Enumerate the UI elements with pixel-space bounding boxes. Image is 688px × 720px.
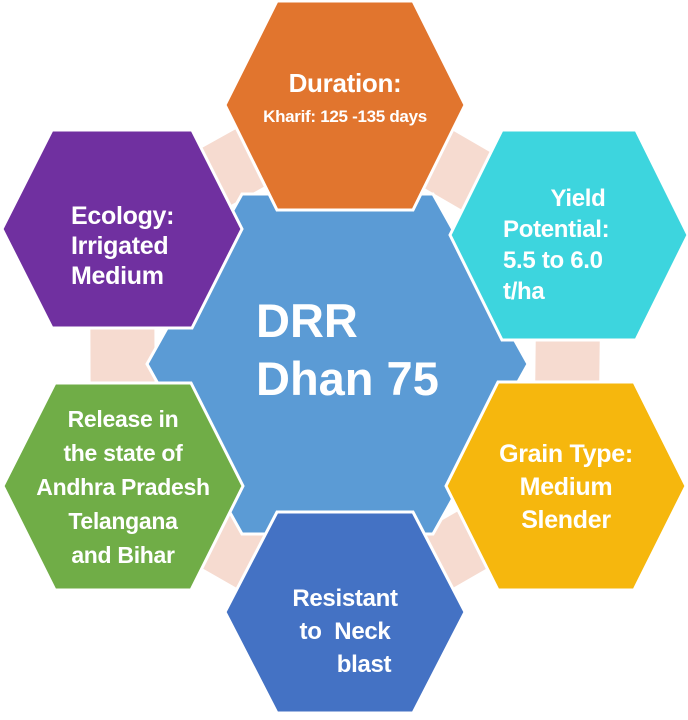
duration-label: Duration: Kharif: 125 -135 days (235, 66, 455, 129)
hexagon-duration (223, 0, 467, 212)
ecology-label: Ecology: Irrigated Medium (71, 202, 175, 290)
hexagon-release-states (1, 381, 245, 592)
hexagon-grain-type (444, 380, 688, 592)
grain-type-label: Grain Type: Medium Slender (499, 440, 633, 534)
hexagon-ecology (0, 128, 244, 330)
variety-title-line1: DRR (256, 294, 358, 347)
hexagon-yield-potential (448, 128, 688, 342)
variety-title: DRR Dhan 75 (256, 292, 486, 408)
center-hexagon (145, 192, 530, 536)
variety-title-line2: Dhan 75 (256, 352, 439, 405)
duration-heading: Duration: (288, 68, 402, 98)
neck-blast-label: Resistant to Neck blast (292, 585, 398, 678)
yield-potential-label: Yield Potential: 5.5 to 6.0 t/ha (503, 185, 610, 305)
hexagon-neck-blast (223, 510, 467, 715)
release-states-label: Release in the state of Andhra Pradesh T… (36, 406, 210, 568)
duration-detail: Kharif: 125 -135 days (263, 107, 427, 126)
